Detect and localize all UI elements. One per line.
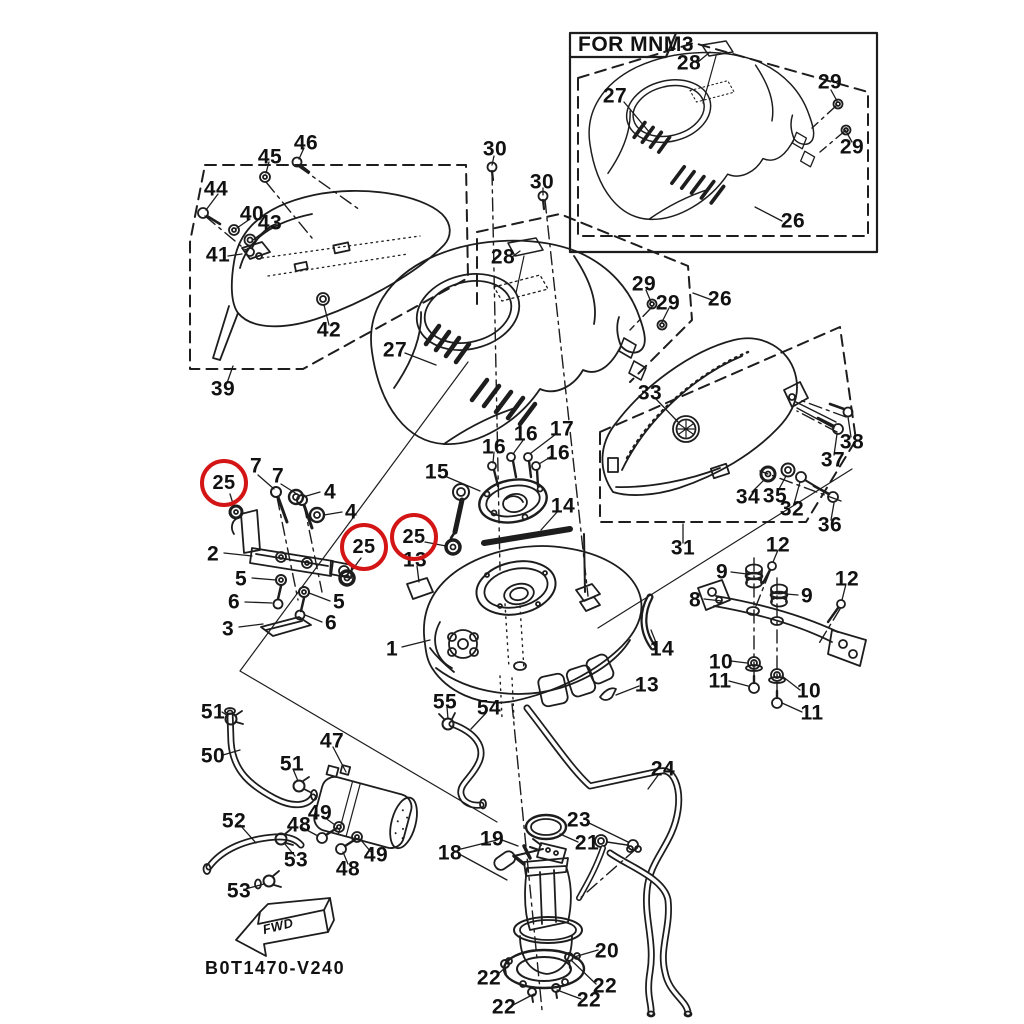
part-label-26: 26	[707, 287, 733, 311]
hoses-drawing	[438, 704, 693, 1018]
for-mnm3-title: FOR MNM3	[578, 33, 694, 56]
tank-cover-mnm3-drawing	[587, 40, 852, 222]
part-label-44: 44	[203, 177, 229, 201]
part-label-42: 42	[316, 318, 342, 342]
left-cover-drawing	[197, 156, 451, 361]
part-label-5: 5	[234, 567, 248, 591]
part-label-9: 9	[715, 560, 729, 584]
part-label-17: 17	[549, 417, 575, 441]
fuel-cap-drawing	[449, 452, 548, 540]
part-label-30: 30	[482, 137, 508, 161]
part-label-12: 12	[834, 567, 860, 591]
part-label-14: 14	[649, 637, 675, 661]
part-label-38: 38	[839, 430, 865, 454]
part-label-7: 7	[271, 464, 285, 488]
part-label-4: 4	[344, 500, 358, 524]
leader-lines	[205, 51, 853, 1006]
part-label-10: 10	[708, 650, 734, 674]
part-label-53: 53	[283, 848, 309, 872]
part-label-15: 15	[424, 460, 450, 484]
part-label-16: 16	[513, 422, 539, 446]
part-label-29: 29	[655, 291, 681, 315]
part-label-11: 11	[708, 669, 732, 693]
part-label-29: 29	[631, 272, 657, 296]
part-label-6: 6	[227, 590, 241, 614]
part-label-20: 20	[594, 939, 620, 963]
part-label-18: 18	[437, 841, 463, 865]
center-axes	[204, 104, 847, 1011]
part-label-52: 52	[221, 809, 247, 833]
part-label-1: 1	[385, 637, 399, 661]
part-label-37: 37	[820, 448, 846, 472]
part-label-25: 25	[340, 523, 388, 571]
part-label-29: 29	[839, 135, 865, 159]
part-label-49: 49	[363, 843, 389, 867]
right-cover-drawing	[601, 337, 854, 503]
part-label-54: 54	[476, 696, 502, 720]
construction-lines	[239, 361, 853, 823]
part-label-11: 11	[800, 701, 824, 725]
part-label-8: 8	[688, 588, 702, 612]
part-label-28: 28	[490, 245, 516, 269]
part-label-25: 25	[390, 513, 438, 561]
part-label-16: 16	[545, 441, 571, 465]
part-label-27: 27	[602, 84, 628, 108]
part-label-22: 22	[476, 966, 502, 990]
part-label-45: 45	[257, 145, 283, 169]
part-label-55: 55	[432, 690, 458, 714]
part-label-41: 41	[205, 243, 231, 267]
part-label-9: 9	[800, 584, 814, 608]
part-label-2: 2	[206, 542, 220, 566]
part-label-43: 43	[257, 211, 283, 235]
part-label-34: 34	[735, 485, 761, 509]
part-label-26: 26	[780, 209, 806, 233]
part-label-36: 36	[817, 513, 843, 537]
part-label-33: 33	[637, 381, 663, 405]
fuel-tank-drawing	[406, 526, 657, 721]
part-label-51: 51	[279, 752, 305, 776]
part-label-4: 4	[323, 480, 337, 504]
part-label-48: 48	[335, 857, 361, 881]
part-label-32: 32	[779, 497, 805, 521]
part-label-16: 16	[481, 435, 507, 459]
part-label-5: 5	[332, 590, 346, 614]
part-label-40: 40	[239, 202, 265, 226]
part-label-53: 53	[226, 879, 252, 903]
tank-cover-main-drawing	[371, 237, 646, 444]
part-label-7: 7	[249, 454, 263, 478]
part-label-22: 22	[592, 974, 618, 998]
part-label-12: 12	[765, 533, 791, 557]
part-label-30: 30	[529, 170, 555, 194]
part-label-29: 29	[817, 70, 843, 94]
part-label-28: 28	[676, 51, 702, 75]
part-label-14: 14	[550, 494, 576, 518]
part-label-25: 25	[200, 459, 248, 507]
part-label-39: 39	[210, 377, 236, 401]
part-label-48: 48	[286, 813, 312, 837]
part-label-19: 19	[479, 827, 505, 851]
part-label-46: 46	[293, 131, 319, 155]
part-label-23: 23	[566, 808, 592, 832]
part-label-27: 27	[382, 338, 408, 362]
part-label-22: 22	[491, 995, 517, 1019]
part-label-21: 21	[574, 831, 600, 855]
drawing-code: B0T1470-V240	[205, 958, 346, 978]
part-label-35: 35	[762, 484, 788, 508]
part-label-50: 50	[200, 744, 226, 768]
fuel-pump-drawing	[493, 813, 642, 1003]
part-label-3: 3	[221, 617, 235, 641]
part-label-51: 51	[200, 700, 226, 724]
dashed-group-boxes	[189, 42, 869, 523]
part-label-47: 47	[319, 729, 345, 753]
part-label-6: 6	[324, 611, 338, 635]
part-label-10: 10	[796, 679, 822, 703]
part-label-49: 49	[307, 801, 333, 825]
canister-drawing	[202, 707, 418, 890]
part-label-13: 13	[634, 673, 660, 697]
part-label-31: 31	[670, 536, 696, 560]
part-label-24: 24	[650, 757, 676, 781]
fwd-arrow-icon	[235, 897, 335, 957]
part-label-22: 22	[576, 988, 602, 1012]
